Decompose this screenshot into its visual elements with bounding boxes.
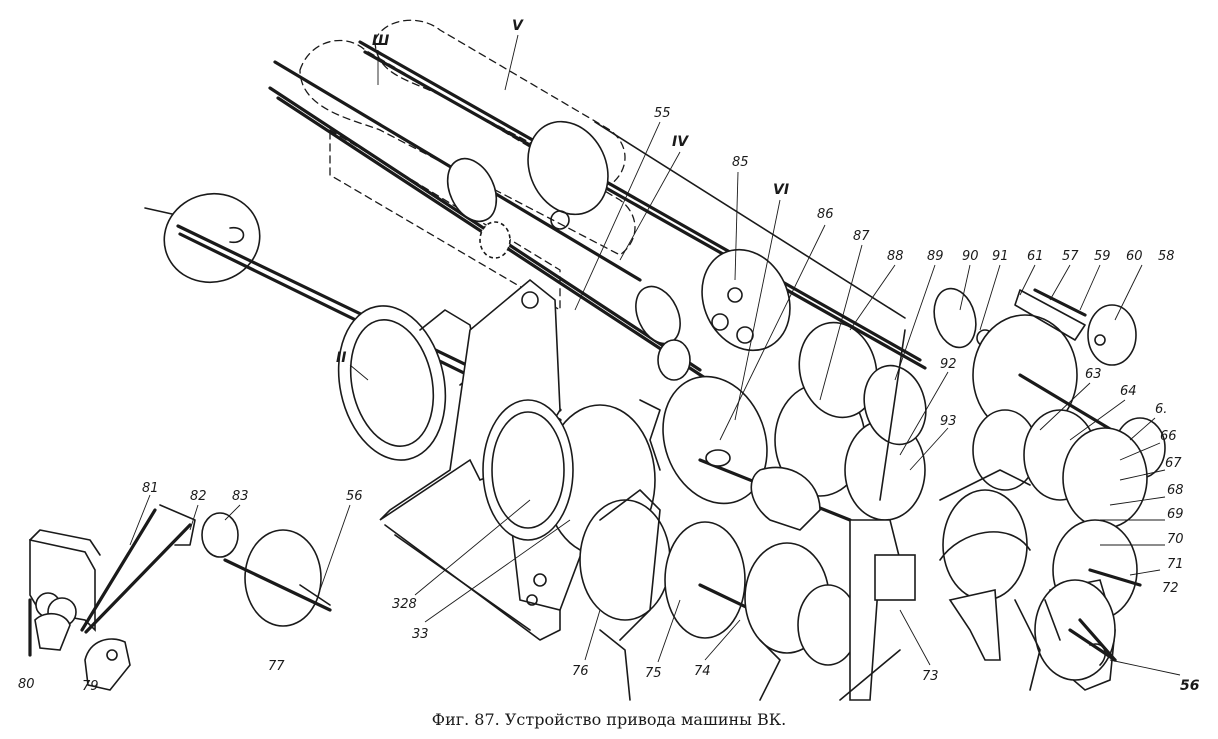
- upper-discs: [446, 120, 906, 381]
- label-87: 87: [853, 229, 870, 244]
- label-75: 75: [645, 666, 662, 681]
- label-91: 91: [992, 249, 1009, 264]
- label-92: 92: [940, 357, 957, 372]
- label-58: 58: [1158, 249, 1175, 264]
- label-64: 64: [1120, 384, 1137, 399]
- label-71: 71: [1167, 557, 1184, 572]
- label-74: 74: [694, 664, 711, 679]
- label-80: 80: [18, 677, 35, 692]
- label-76: 76: [572, 664, 589, 679]
- figure-caption: Фиг. 87. Устройство привода машины ВК.: [431, 710, 787, 729]
- label-II: II: [336, 350, 346, 366]
- label-72: 72: [1162, 581, 1179, 596]
- part-labels: Ш V 55 IV 85 VI 86 87 88 89 90 91 61 57 …: [18, 18, 1200, 694]
- label-63: 63: [1085, 367, 1102, 382]
- label-70: 70: [1167, 532, 1184, 547]
- drive-mechanism-drawing: Ш V 55 IV 85 VI 86 87 88 89 90 91 61 57 …: [18, 18, 1200, 701]
- leader-lines: [129, 34, 1181, 676]
- label-III: Ш: [372, 33, 389, 49]
- central-drum-group: [482, 399, 671, 641]
- label-IV: IV: [672, 134, 689, 150]
- label-61: 61: [1027, 249, 1044, 264]
- label-67: 67: [1165, 456, 1182, 471]
- label-56-right: 56: [1180, 678, 1200, 694]
- label-328: 328: [392, 597, 417, 612]
- label-60: 60: [1126, 249, 1143, 264]
- label-93: 93: [940, 414, 957, 429]
- label-59: 59: [1094, 249, 1111, 264]
- label-88: 88: [887, 249, 904, 264]
- label-56-left: 56: [346, 489, 363, 504]
- right-shaft-end: [1078, 618, 1117, 666]
- label-VI: VI: [773, 182, 789, 198]
- right-cluster: [939, 409, 1166, 691]
- label-79: 79: [82, 679, 99, 694]
- label-66: 66: [1160, 429, 1177, 444]
- label-68: 68: [1167, 483, 1184, 498]
- label-55: 55: [654, 106, 671, 121]
- label-73: 73: [922, 669, 939, 684]
- label-65: 6.: [1155, 402, 1167, 417]
- label-81: 81: [142, 481, 159, 496]
- label-57: 57: [1062, 249, 1079, 264]
- label-83: 83: [232, 489, 249, 504]
- label-33: 33: [412, 627, 429, 642]
- middle-discs: [662, 321, 927, 531]
- label-86: 86: [817, 207, 834, 222]
- label-89: 89: [927, 249, 944, 264]
- label-V-top: V: [512, 18, 524, 34]
- lever-assembly-73: [839, 519, 916, 701]
- label-85: 85: [732, 155, 749, 170]
- label-90: 90: [962, 249, 979, 264]
- label-69: 69: [1167, 507, 1184, 522]
- crank-assembly: [28, 504, 332, 691]
- label-77: 77: [268, 659, 285, 674]
- label-82: 82: [190, 489, 207, 504]
- lower-discs: [599, 521, 859, 701]
